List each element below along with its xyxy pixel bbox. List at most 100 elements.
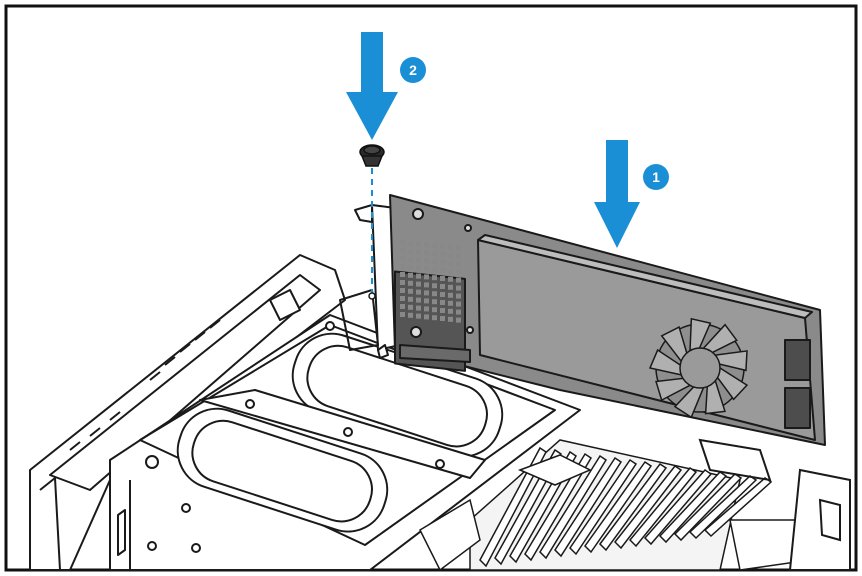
card-fan (648, 317, 749, 419)
heatsink-cell (456, 309, 461, 315)
heatsink-cell (456, 317, 461, 323)
heatsink-cell (408, 288, 413, 294)
heatsink-cell (400, 248, 405, 253)
heatsink-fin (688, 475, 758, 540)
heatsink-cell (416, 273, 421, 279)
heatsink-cell (448, 300, 453, 306)
heatsink-cell (424, 258, 429, 264)
heatsink-cell (408, 264, 413, 270)
heatsink-cell (448, 260, 453, 266)
heatsink-cell (456, 285, 461, 291)
step-badge-1: 1 (643, 164, 669, 190)
drive-cage (109, 314, 581, 571)
screw-icon (359, 144, 385, 167)
heatsink-cell (440, 244, 445, 249)
heatsink-cell (416, 249, 421, 255)
heatsink-cell (448, 316, 453, 322)
heatsink-cell (448, 244, 453, 250)
heatsink-fin (479, 446, 547, 568)
heatsink-cell (432, 283, 437, 289)
heatsink-cell (424, 306, 429, 312)
heatsink-cell (424, 250, 429, 256)
heatsink-cell (456, 293, 461, 299)
heatsink-cell (408, 312, 413, 318)
step-number-2: 2 (409, 62, 417, 78)
heatsink-cell (448, 268, 453, 274)
heatsink-cell (416, 241, 421, 247)
heatsink-cell (440, 300, 445, 305)
heatsink-fin (599, 462, 668, 552)
heatsink-cell (432, 307, 437, 313)
card-heatsink (394, 240, 466, 372)
heatsink-cell (400, 312, 405, 317)
heatsink-cell (432, 315, 437, 321)
heatsink-cell (400, 304, 405, 309)
heatsink-cell (440, 260, 445, 265)
heatsink-cell (424, 242, 429, 248)
heatsink-cell (456, 277, 461, 283)
heatsink-cell (440, 252, 445, 257)
heatsink-cell (408, 280, 413, 286)
heatsink-cell (400, 256, 405, 261)
heatsink-cell (456, 261, 461, 267)
heatsink-cell (400, 240, 405, 245)
heatsink-cell (416, 265, 421, 271)
heatsink-fin (673, 473, 743, 542)
heatsink (419, 439, 811, 572)
heatsink-cell (408, 272, 413, 278)
heatsink-cell (400, 280, 405, 285)
heatsink-cell (448, 308, 453, 314)
heatsink-cell (424, 314, 429, 320)
heatsink-fin (569, 458, 638, 556)
heatsink-cell (400, 296, 405, 301)
heatsink-cell (408, 296, 413, 302)
heatsink-cell (416, 313, 421, 319)
heatsink-cell (400, 272, 405, 277)
heatsink-cell (424, 282, 429, 288)
heatsink-cell (432, 267, 437, 273)
heatsink-cell (440, 284, 445, 289)
heatsink-cell (416, 305, 421, 311)
heatsink-cell (440, 308, 445, 313)
heatsink-cell (424, 266, 429, 272)
heatsink-cell (456, 269, 461, 275)
heatsink-cell (408, 256, 413, 262)
heatsink-cell (456, 253, 461, 259)
heatsink-fin (554, 456, 623, 558)
heatsink-cell (448, 276, 453, 282)
heatsink-cell (432, 299, 437, 305)
screw-hole (368, 292, 376, 300)
heatsink-cell (432, 251, 437, 257)
heatsink-cell (408, 304, 413, 310)
heatsink-cell (400, 264, 405, 269)
heatsink-cell (448, 284, 453, 290)
heatsink-cell (440, 316, 445, 321)
step-number-1: 1 (652, 169, 660, 185)
heatsink-cell (416, 289, 421, 295)
heatsink-fin (613, 464, 683, 550)
heatsink-fin (524, 452, 593, 562)
heatsink-fin (643, 469, 713, 546)
heatsink-cell (424, 290, 429, 296)
heatsink-fin (584, 460, 653, 554)
heatsink-fin (703, 477, 773, 538)
heatsink-fin (658, 471, 728, 544)
heatsink-cell (400, 288, 405, 293)
heatsink-cell (424, 274, 429, 280)
heatsink-cell (456, 301, 461, 307)
heatsink-fin (628, 467, 698, 548)
heatsink-cell (432, 291, 437, 297)
heatsink-fin (539, 454, 608, 560)
heatsink-cell (408, 240, 413, 246)
heatsink-cell (448, 292, 453, 298)
heatsink-cell (424, 298, 429, 304)
heatsink-cell (440, 276, 445, 281)
chassis-rear (698, 438, 851, 571)
arrow-down-icon-step-1 (594, 140, 640, 248)
heatsink-cell (432, 259, 437, 265)
heatsink-cell (416, 257, 421, 263)
heatsink-cell (432, 275, 437, 281)
heatsink-cell (448, 252, 453, 258)
heatsink-cell (456, 245, 461, 251)
